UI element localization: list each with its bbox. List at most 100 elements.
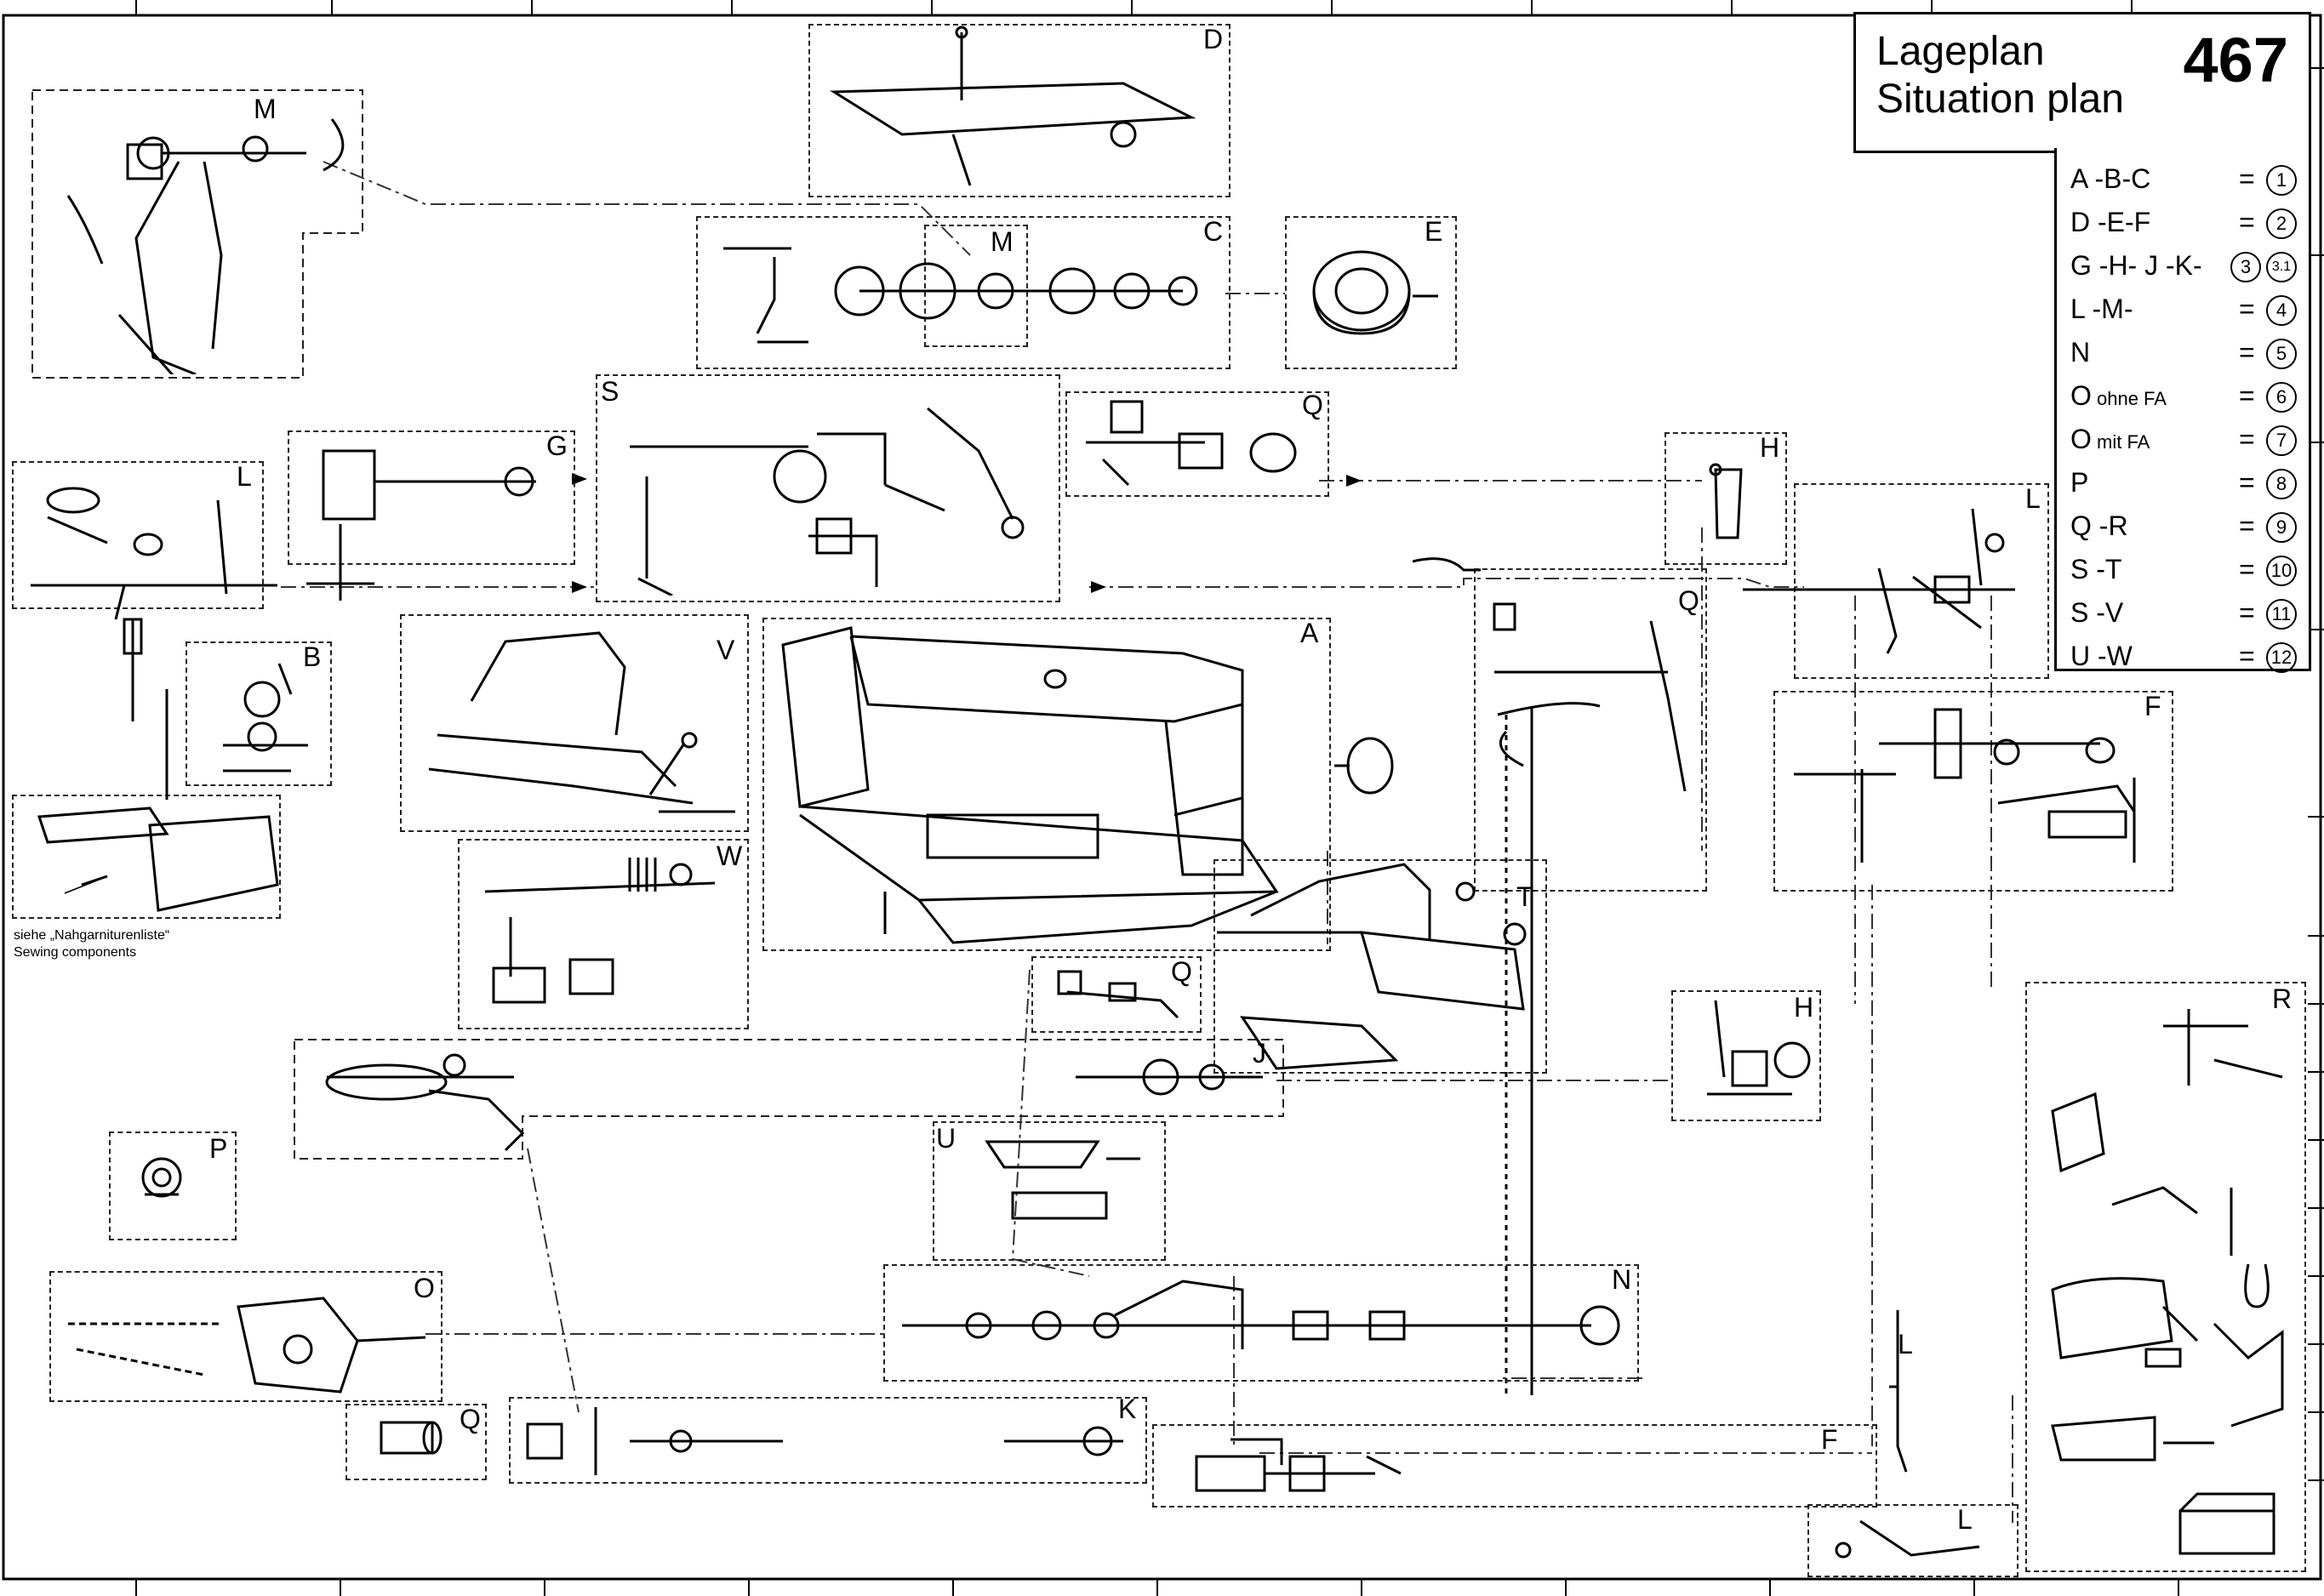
group-Q-small-frame bbox=[1031, 956, 1202, 1033]
group-label-Q-small: Q bbox=[1171, 956, 1192, 987]
group-N-frame bbox=[883, 1264, 1639, 1382]
legend-number: 11 bbox=[2266, 599, 2297, 630]
group-label-T: T bbox=[1516, 881, 1533, 912]
legend-number: 3 bbox=[2230, 252, 2261, 282]
group-V-frame bbox=[400, 614, 749, 832]
group-label-J: J bbox=[1253, 1038, 1266, 1069]
legend-equals: = bbox=[2239, 424, 2255, 454]
legend-key: G -H- J -K- bbox=[2070, 250, 2202, 281]
legend-row: D -E-F=2 bbox=[2057, 200, 2309, 244]
legend-number: 4 bbox=[2266, 295, 2297, 326]
group-Q-bottom-frame bbox=[345, 1404, 487, 1480]
group-F-right-frame bbox=[1773, 691, 2173, 892]
legend-equals: = bbox=[2239, 467, 2255, 498]
group-label-P: P bbox=[209, 1133, 228, 1164]
legend-equals: = bbox=[2239, 510, 2255, 541]
group-label-F-bottom: F bbox=[1821, 1424, 1838, 1455]
group-label-D: D bbox=[1203, 24, 1224, 54]
legend-key: A -B-C bbox=[2070, 163, 2151, 194]
group-C-frame bbox=[696, 216, 1231, 369]
group-Q-top-frame bbox=[1065, 391, 1329, 497]
group-F-bottom-frame bbox=[1152, 1424, 1877, 1508]
legend-key: O ohne FA bbox=[2070, 380, 2167, 411]
group-label-R: R bbox=[2272, 983, 2293, 1014]
legend-row: O mit FA = 7 bbox=[2057, 417, 2309, 461]
motor-illustration bbox=[1334, 737, 1394, 795]
legend-row: U -W=12 bbox=[2057, 634, 2309, 678]
group-D-frame bbox=[808, 24, 1231, 197]
legend-row: A -B-C = 1 bbox=[2057, 157, 2309, 201]
legend-number: 10 bbox=[2266, 556, 2297, 586]
legend-equals: = bbox=[2239, 294, 2255, 324]
group-label-S: S bbox=[601, 376, 620, 407]
legend-key: D -E-F bbox=[2070, 207, 2151, 237]
legend-number: 6 bbox=[2266, 382, 2297, 413]
legend-key-sub: mit FA bbox=[2091, 431, 2150, 453]
group-label-M-inner: M bbox=[991, 226, 1014, 257]
group-label-U: U bbox=[936, 1123, 956, 1154]
group-A-frame bbox=[762, 618, 1331, 951]
legend-row: S -T = 10 bbox=[2057, 547, 2309, 591]
group-K-frame bbox=[509, 1397, 1147, 1484]
legend-equals: = bbox=[2239, 207, 2255, 237]
group-H-mid-frame bbox=[1671, 990, 1821, 1121]
legend-row: L -M-=4 bbox=[2057, 287, 2309, 331]
sewing-components-note: siehe „Nahgarniturenliste“ Sewing compon… bbox=[14, 927, 169, 961]
legend-row: Q -R = 9 bbox=[2057, 504, 2309, 548]
note-line-en: Sewing components bbox=[14, 945, 137, 960]
group-label-L-lower: L bbox=[1957, 1504, 1973, 1535]
group-label-K: K bbox=[1118, 1394, 1137, 1424]
legend-number: 1 bbox=[2266, 165, 2297, 196]
legend-number: 5 bbox=[2266, 339, 2297, 369]
group-label-E: E bbox=[1425, 216, 1443, 247]
group-S-frame bbox=[596, 374, 1060, 602]
group-L-right-frame bbox=[1794, 483, 2049, 679]
group-label-L-right: L bbox=[2025, 483, 2041, 514]
group-label-C: C bbox=[1203, 216, 1224, 247]
group-H-top-frame bbox=[1664, 432, 1787, 565]
mechanism-illustration-M bbox=[66, 118, 345, 374]
group-Q-mid-frame bbox=[1474, 568, 1707, 892]
group-E-frame bbox=[1285, 216, 1457, 369]
group-label-G: G bbox=[546, 430, 568, 461]
group-L-left-frame bbox=[12, 461, 264, 609]
group-U-frame bbox=[933, 1121, 1166, 1261]
group-label-H-mid: H bbox=[1794, 992, 1814, 1023]
group-R-frame bbox=[2025, 982, 2306, 1572]
legend-number: 8 bbox=[2266, 469, 2297, 499]
legend-key: N bbox=[2070, 337, 2091, 368]
legend-equals: = bbox=[2239, 380, 2255, 411]
legend-equals: = bbox=[2239, 554, 2255, 584]
legend-row: N=5 bbox=[2057, 330, 2309, 374]
group-label-F-right: F bbox=[2144, 691, 2161, 721]
title-english: Situation plan bbox=[1876, 77, 2124, 122]
legend-key: P bbox=[2070, 467, 2089, 498]
group-O-frame bbox=[49, 1271, 443, 1402]
group-label-Q-top: Q bbox=[1302, 390, 1323, 420]
group-M-top-left-frame bbox=[31, 89, 363, 379]
legend-key: Q -R bbox=[2070, 510, 2128, 541]
legend-equals: = bbox=[2239, 597, 2255, 628]
sewing-components-frame bbox=[12, 795, 281, 919]
group-label-M: M bbox=[254, 94, 277, 124]
group-T-frame bbox=[1213, 859, 1547, 1074]
legend-number: 9 bbox=[2266, 512, 2297, 543]
legend-key: O mit FA bbox=[2070, 424, 2150, 454]
legend-key: S -T bbox=[2070, 554, 2122, 584]
legend-row: O ohne FA = 6 bbox=[2057, 373, 2309, 418]
legend-number: 7 bbox=[2266, 425, 2297, 456]
group-label-B: B bbox=[303, 641, 322, 672]
legend-equals: = bbox=[2239, 163, 2255, 194]
legend-number: 3.1 bbox=[2266, 252, 2297, 282]
group-label-Q-mid: Q bbox=[1678, 585, 1699, 616]
legend-equals: = bbox=[2239, 641, 2255, 671]
group-label-Q-bottom: Q bbox=[460, 1404, 481, 1434]
group-B-frame bbox=[186, 641, 332, 786]
legend-key: U -W bbox=[2070, 641, 2133, 671]
group-label-N: N bbox=[1612, 1264, 1632, 1295]
group-label-L-bottom: L bbox=[1898, 1329, 1913, 1359]
title-block: Lageplan Situation plan 467 bbox=[1853, 12, 2311, 153]
